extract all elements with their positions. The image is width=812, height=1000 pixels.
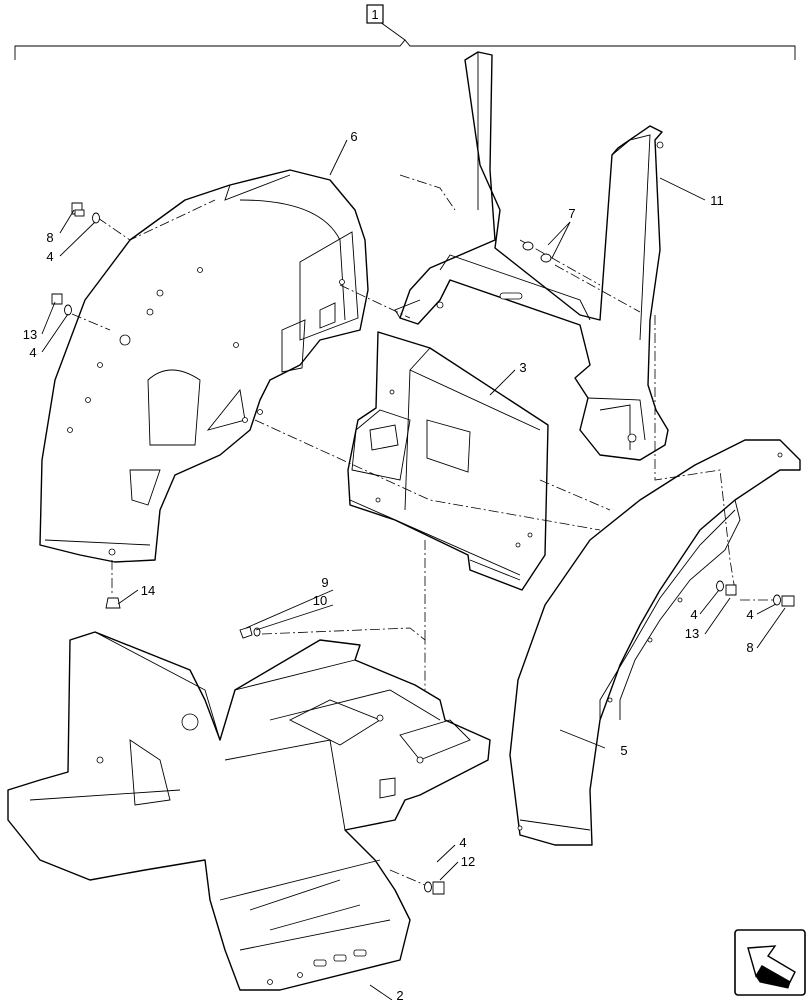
callout-labels: 8 4 13 4 6 7 11 3 14 9 10 4 13 4 8 5 4 1… xyxy=(23,129,754,1000)
bolt-8-right xyxy=(781,595,795,607)
callout-4: 4 xyxy=(46,249,53,264)
nut-7-upper xyxy=(522,241,534,251)
callout-12: 12 xyxy=(461,854,475,869)
washer-10 xyxy=(253,627,261,637)
callout-8: 8 xyxy=(746,640,753,655)
callout-6: 6 xyxy=(350,129,357,144)
bolt-13-right xyxy=(725,584,737,596)
callout-5: 5 xyxy=(620,743,627,758)
bolt-9 xyxy=(239,626,253,639)
bolt-8-left xyxy=(71,202,85,217)
part-6-left-fender xyxy=(39,169,369,563)
washer-4-left-lower xyxy=(64,304,72,316)
assembly-callout: 1 xyxy=(371,7,378,22)
assembly-bracket: 1 xyxy=(14,4,796,60)
washer-4-bottom xyxy=(424,881,432,893)
callout-4: 4 xyxy=(746,607,753,622)
callout-14: 14 xyxy=(141,583,155,598)
part-2-floor-platform xyxy=(7,631,491,991)
leader-lines xyxy=(41,139,786,1000)
washer-4-right-b xyxy=(773,594,781,606)
assembly-callout-box xyxy=(366,4,384,24)
callout-13: 13 xyxy=(685,626,699,641)
part-11-rear-frame xyxy=(394,51,669,461)
bolt-12 xyxy=(432,881,445,895)
part-3-center-panel xyxy=(347,331,549,591)
callout-7: 7 xyxy=(568,206,575,221)
bolt-13-left xyxy=(51,293,63,305)
assembly-lines xyxy=(71,174,775,886)
callout-8: 8 xyxy=(46,230,53,245)
callout-4: 4 xyxy=(690,607,697,622)
callout-11: 11 xyxy=(710,193,724,208)
callout-9: 9 xyxy=(321,575,328,590)
fasteners xyxy=(51,202,795,895)
part-5-right-fender xyxy=(509,439,801,846)
washer-4-left-upper xyxy=(92,212,100,224)
plug-14 xyxy=(105,597,121,609)
nut-7-lower xyxy=(540,253,552,263)
callout-4: 4 xyxy=(459,835,466,850)
callout-13: 13 xyxy=(23,327,37,342)
washer-4-right-a xyxy=(716,580,724,592)
callout-10: 10 xyxy=(313,593,327,608)
callout-3: 3 xyxy=(519,360,526,375)
arrow-left-icon[interactable] xyxy=(734,929,806,996)
callout-2: 2 xyxy=(396,988,403,1000)
callout-4: 4 xyxy=(29,345,36,360)
